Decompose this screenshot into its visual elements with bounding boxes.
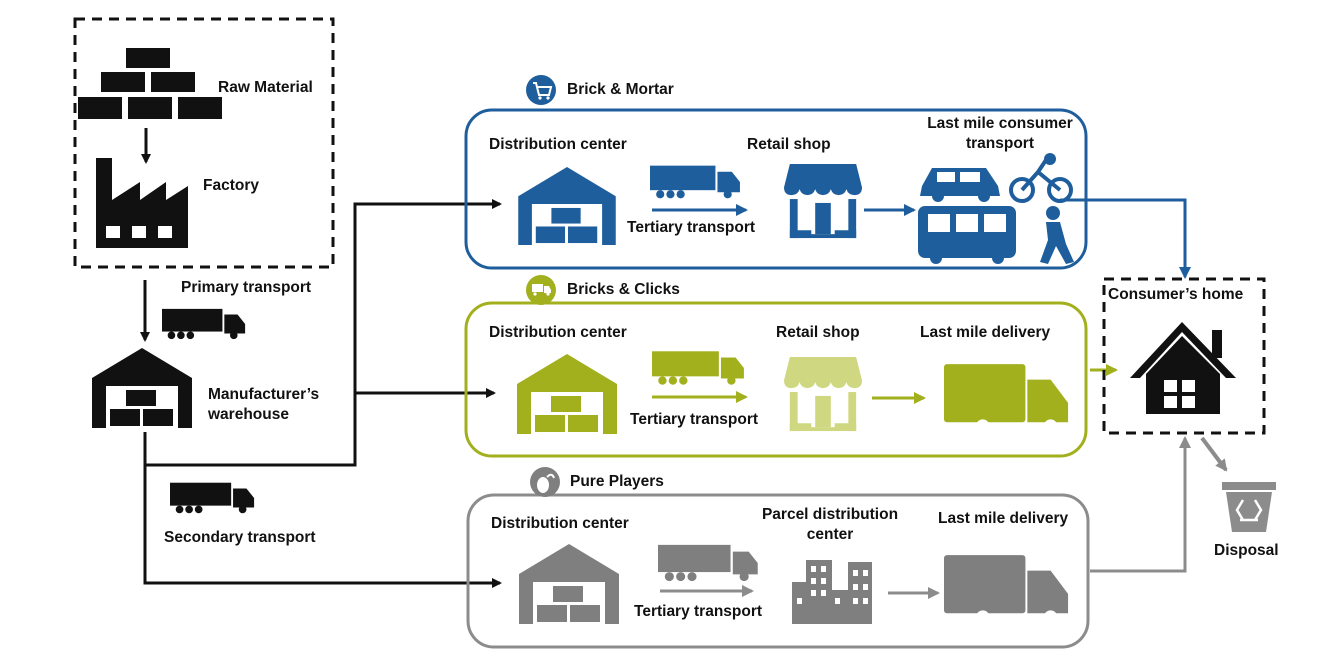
pp-to-home-line <box>1090 436 1191 573</box>
secondary-transport-label: Secondary transport <box>164 529 316 546</box>
shopping-cart-icon <box>533 82 553 100</box>
home-to-disposal-arrow <box>1200 436 1228 472</box>
factory-icon <box>96 158 188 248</box>
bm-to-home-line <box>1060 198 1191 279</box>
consumer-home-frame <box>1102 277 1266 435</box>
manufacturer-warehouse-icon <box>92 348 192 428</box>
bc-delivery-van-icon <box>944 364 1069 433</box>
bc-distribution-center-label: Distribution center <box>489 324 627 341</box>
pure-players-title: Pure Players <box>570 473 664 490</box>
bus-icon <box>918 206 1016 264</box>
pp-distribution-center-icon <box>519 544 619 624</box>
parcel-center-icon <box>792 560 872 624</box>
consumer-home-label: Consumer’s home <box>1108 286 1244 303</box>
brick-mortar-panel <box>464 108 1088 270</box>
bc-truck-icon <box>652 351 744 385</box>
bm-distribution-center-icon <box>518 167 616 245</box>
bc-retail-shop-icon <box>784 356 862 432</box>
bm-distribution-center-label: Distribution center <box>489 136 627 153</box>
online-mouse-icon <box>537 473 555 493</box>
bc-retail-shop-label: Retail shop <box>776 324 860 341</box>
bm-last-mile-label: Last mile consumer transport <box>927 115 1073 152</box>
warehouse-to-brick-mortar-line <box>143 199 502 467</box>
bm-truck-icon <box>650 165 740 199</box>
bm-retail-shop-icon <box>784 163 862 239</box>
recycle-bin-icon <box>1222 482 1276 532</box>
primary-truck-icon <box>162 308 246 340</box>
warehouse-to-pure-players-line <box>143 465 502 588</box>
primary-transport-label: Primary transport <box>181 279 312 296</box>
pure-players-panel <box>466 493 1090 649</box>
house-icon <box>1130 322 1236 414</box>
car-icon <box>920 168 1000 202</box>
disposal-label: Disposal <box>1214 542 1279 559</box>
pp-parcel-center-label: Parcel distribution center <box>761 506 899 543</box>
brick-mortar-badge <box>526 75 556 105</box>
bm-retail-shop-label: Retail shop <box>747 136 831 153</box>
bricks-clicks-title: Bricks & Clicks <box>567 281 680 298</box>
factory-label: Factory <box>203 177 259 194</box>
pp-truck-icon <box>658 544 758 582</box>
pp-tertiary-transport-label: Tertiary transport <box>634 603 763 620</box>
raw-material-label: Raw Material <box>218 79 313 96</box>
bm-tertiary-transport-label: Tertiary transport <box>627 219 756 236</box>
delivery-truck-icon <box>532 284 551 296</box>
bc-last-mile-label: Last mile delivery <box>920 324 1051 341</box>
supply-source-frame <box>73 17 335 269</box>
bicycle-icon <box>1009 153 1073 203</box>
pp-last-mile-label: Last mile delivery <box>938 510 1069 527</box>
brick-mortar-title: Brick & Mortar <box>567 81 674 98</box>
secondary-truck-icon <box>170 482 255 514</box>
raw-material-icon <box>78 48 222 119</box>
bricks-clicks-panel <box>464 301 1088 458</box>
bc-distribution-center-icon <box>517 354 617 434</box>
pp-distribution-center-label: Distribution center <box>491 515 629 532</box>
bc-tertiary-transport-label: Tertiary transport <box>630 411 759 428</box>
pp-delivery-van-icon <box>944 555 1069 624</box>
pedestrian-icon <box>1040 206 1074 264</box>
manufacturer-warehouse-label: Manufacturer’s warehouse <box>208 386 320 423</box>
